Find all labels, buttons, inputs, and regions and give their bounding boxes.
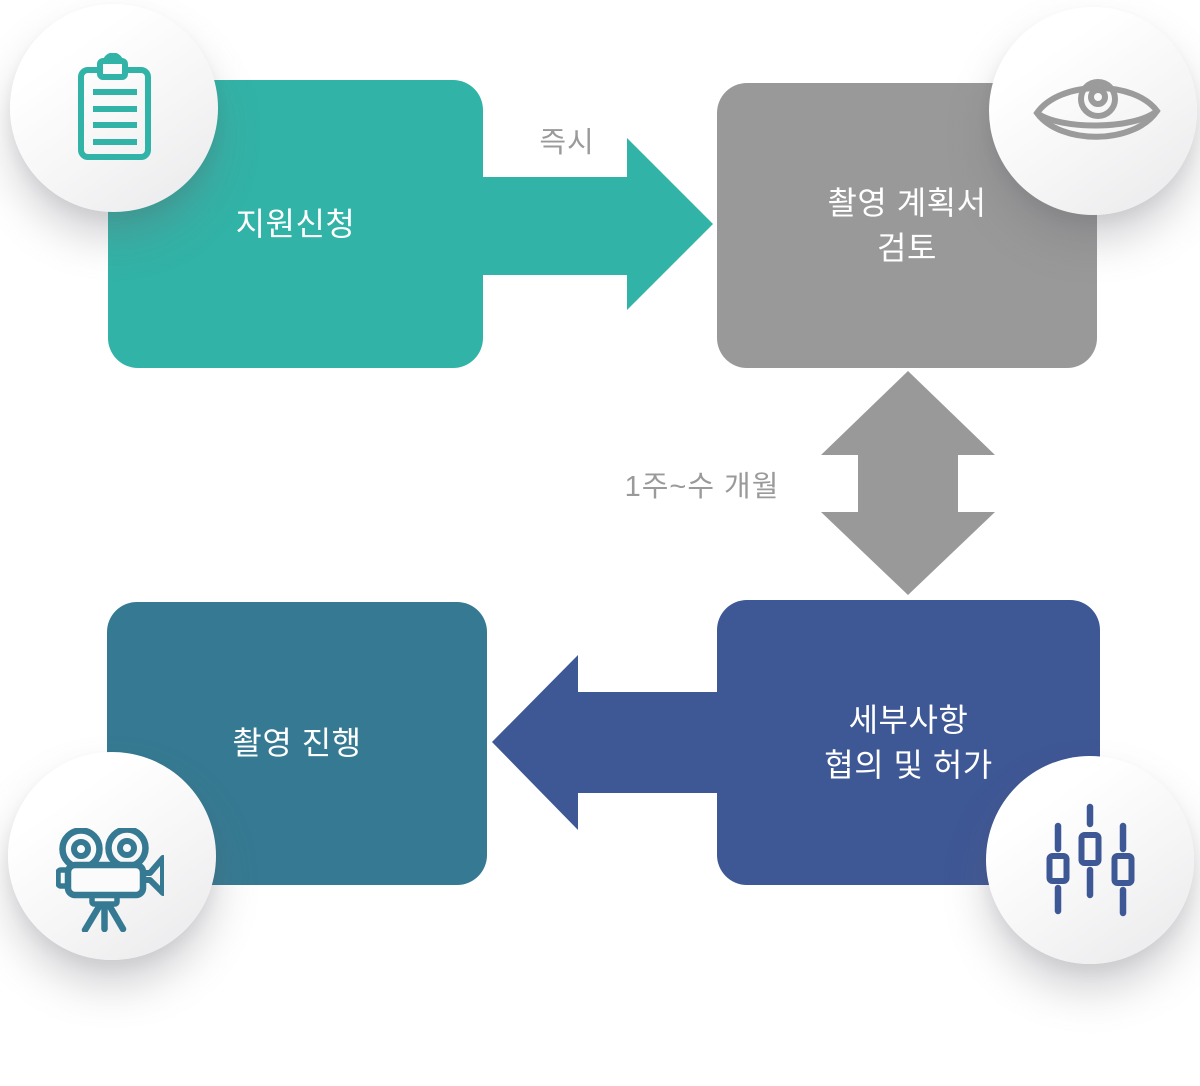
- details-permission-badge: [986, 756, 1194, 964]
- arrow-up-down-icon: [821, 371, 995, 595]
- arrow-left-icon: [492, 655, 722, 830]
- label-line: 촬영 계획서: [827, 185, 987, 222]
- label-line: 세부사항: [848, 702, 969, 739]
- flow-box-plan-review: 촬영 계획서 검토: [717, 83, 1097, 368]
- flow-box-details-permission-label: 세부사항 협의 및 허가: [824, 698, 992, 786]
- eye-icon: [1033, 79, 1161, 140]
- clipboard-icon: [77, 53, 151, 160]
- label-line: 협의 및 허가: [824, 746, 993, 783]
- flow-box-application-label: 지원신청: [236, 202, 356, 246]
- filming-badge: [8, 752, 216, 960]
- label-line: 지원신청: [235, 205, 356, 242]
- plan-review-badge: [989, 7, 1197, 215]
- film-camera-icon: [56, 828, 164, 932]
- arrow-label-immediate: 즉시: [539, 127, 595, 159]
- flow-box-plan-review-label: 촬영 계획서 검토: [827, 181, 986, 269]
- sliders-icon: [1046, 803, 1134, 917]
- arrow-label-duration: 1주~수 개월: [624, 471, 780, 503]
- label-line: 촬영 진행: [232, 725, 362, 762]
- flow-box-filming-label: 촬영 진행: [232, 721, 361, 765]
- label-line: 검토: [877, 229, 937, 266]
- arrow-right-icon: [478, 138, 713, 310]
- application-badge: [10, 4, 218, 212]
